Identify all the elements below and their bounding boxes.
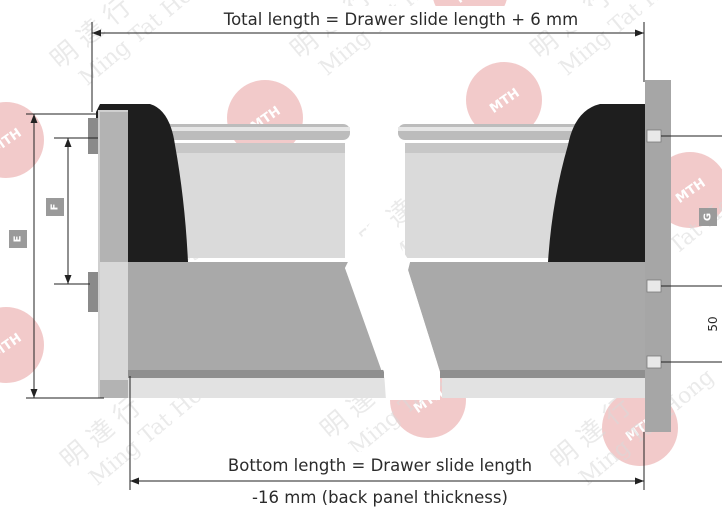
drawer-top-strip-left [128,143,345,153]
drawer-side-upper-right [405,148,580,258]
watermark-logo: MTH [0,307,44,383]
label-f-box [46,198,64,216]
label-g: G [703,213,714,221]
drawer-bottom-panel-left [128,262,382,372]
drawer-top-strip-right [405,143,580,153]
rail-left-highlight [150,127,350,131]
bottom-length-text-bg [210,452,550,476]
total-length-arrow-left [92,29,101,37]
bottom-length-text2-bg [236,485,526,509]
front-fitting-bottom [88,272,98,312]
screw-bottom [646,355,662,369]
dim-e-arrow-top [30,114,38,123]
label-e-box [9,230,27,248]
runner-right [548,104,645,262]
drawer-bottom-edge-right [440,370,645,378]
dim-e-arrow-bottom [30,389,38,398]
label-e: E [13,235,24,242]
total-length-text: Total length = Drawer slide length + 6 m… [223,10,578,29]
drawer-bottom-edge-left [128,370,384,378]
dim-f-arrow-bottom [64,275,72,284]
total-length-text-bg [205,6,600,30]
break-gap [345,140,440,400]
dim-50-text: 50 [706,316,720,331]
screw-top [646,129,662,143]
drawer-base-strip-right [442,378,645,398]
rail-right [398,124,586,140]
runner-left [96,104,188,262]
bottom-length-text-1: Bottom length = Drawer slide length [228,456,532,475]
total-length-arrow-right [635,29,644,37]
bottom-length-arrow-left [130,477,139,485]
rail-right-highlight [398,127,586,131]
drawer-base-strip-left [128,378,386,398]
bottom-length-arrow-right [635,477,644,485]
watermark-logo: MTH [0,102,44,178]
label-g-box [699,208,717,226]
drawer-bottom-panel-right [408,262,645,372]
bottom-length-text-2: -16 mm (back panel thickness) [252,488,508,507]
front-fitting-top [88,118,98,154]
rail-left [150,124,350,140]
label-f: F [50,204,61,211]
dim-f-arrow-top [64,138,72,147]
watermark-logo: MTH [466,62,542,138]
screw-middle [646,279,662,293]
front-lower-strip [100,262,128,380]
